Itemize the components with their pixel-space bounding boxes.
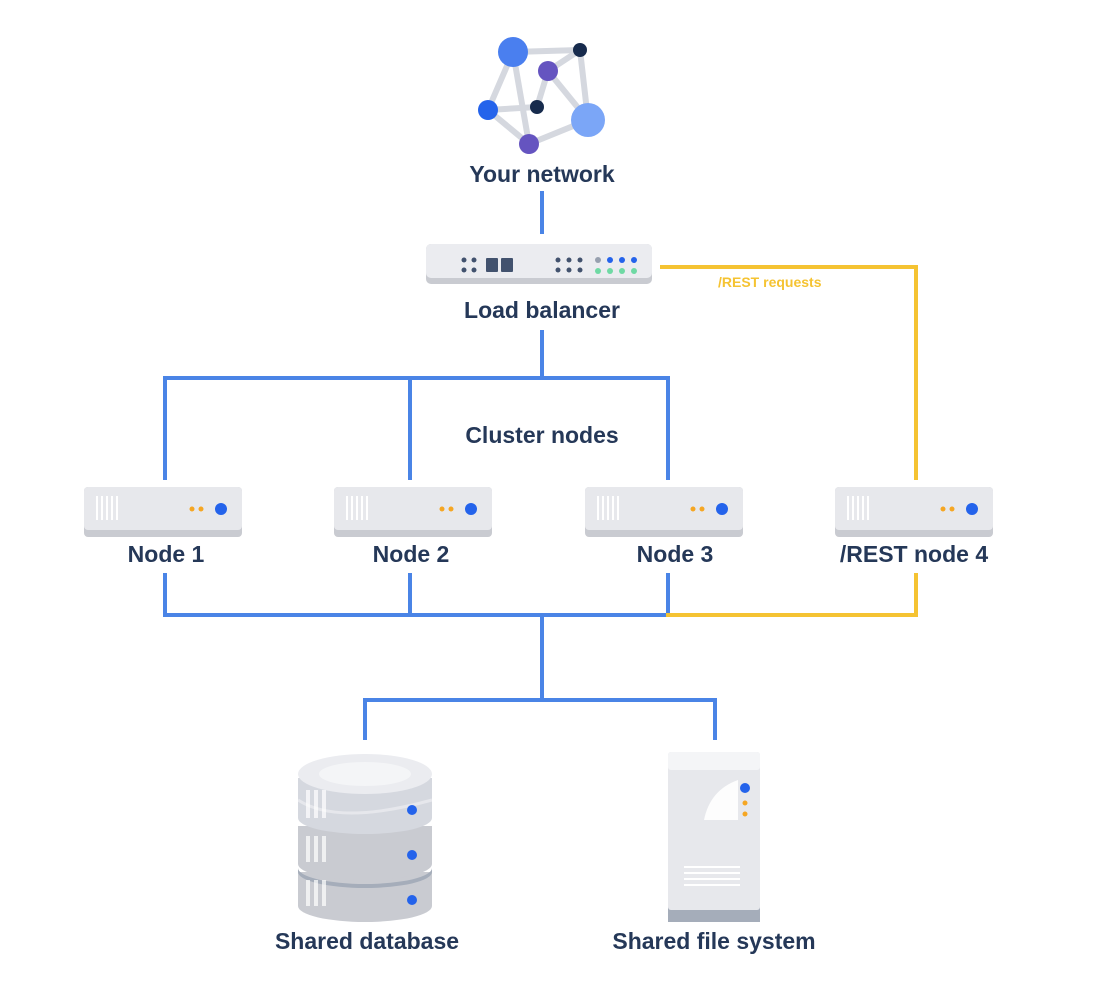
server-icon bbox=[585, 487, 743, 537]
database-icon bbox=[297, 754, 433, 922]
node-3-label: Node 3 bbox=[636, 541, 714, 567]
rest-connections bbox=[660, 265, 918, 617]
node-1-label: Node 1 bbox=[127, 541, 205, 567]
cluster-nodes-label: Cluster nodes bbox=[465, 422, 619, 448]
rest-node-storage-line bbox=[666, 573, 918, 617]
load-balancer-label: Load balancer bbox=[464, 297, 620, 323]
server-icon bbox=[835, 487, 993, 537]
rest-requests-label: /REST requests bbox=[718, 274, 822, 290]
server-icon bbox=[334, 487, 492, 537]
network-graph-icon bbox=[478, 37, 605, 154]
cluster-nodes bbox=[84, 487, 993, 537]
server-icon bbox=[84, 487, 242, 537]
node-4-label: /REST node 4 bbox=[839, 541, 989, 567]
shared-file-system-label: Shared file system bbox=[612, 928, 816, 954]
file-server-icon bbox=[668, 752, 760, 922]
node-2-label: Node 2 bbox=[372, 541, 450, 567]
shared-database-label: Shared database bbox=[274, 928, 460, 954]
blue-connections bbox=[163, 191, 717, 740]
load-balancer-icon bbox=[426, 244, 652, 284]
rest-request-line bbox=[660, 265, 918, 480]
network-label: Your network bbox=[469, 161, 615, 187]
